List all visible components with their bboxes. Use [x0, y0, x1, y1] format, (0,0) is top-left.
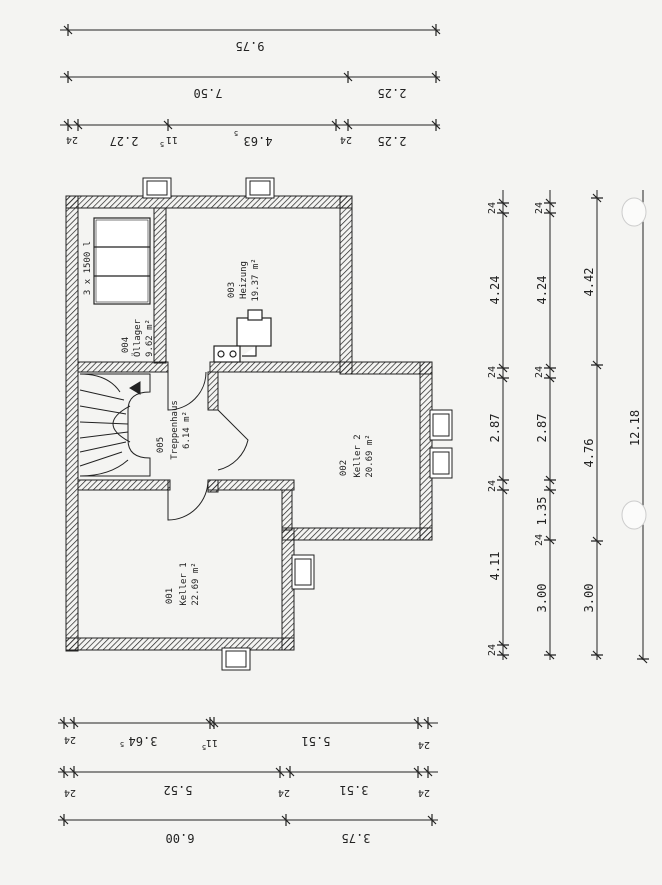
dim-r2-24c: 24: [534, 534, 545, 546]
dim-r3-300: 3.00: [582, 584, 596, 613]
dimension-chain-top: [60, 24, 441, 131]
dim-bot-24d: 24: [278, 787, 290, 798]
walls: [65, 195, 433, 652]
dim-r2-287: 2.87: [535, 414, 549, 443]
dim-bot-551: 5.51: [302, 734, 331, 748]
windows: [142, 177, 453, 671]
dim-bot-11: 11: [206, 737, 218, 748]
dim-r1-24b: 24: [487, 366, 498, 378]
dim-r2-24a: 24: [534, 202, 545, 214]
room-004-number: 004: [121, 337, 131, 353]
dim-bot-24b: 24: [418, 739, 430, 750]
dim-r3-442: 4.42: [582, 268, 596, 297]
dim-r1-411: 4.11: [488, 552, 502, 581]
dim-r1-24a: 24: [487, 202, 498, 214]
dim-top-225b: 2.25: [378, 134, 407, 148]
dim-r1-24d: 24: [487, 644, 498, 656]
dim-r2-24b: 24: [534, 366, 545, 378]
room-001-number: 001: [165, 588, 175, 604]
dim-bot-552: 5.52: [164, 783, 193, 797]
dim-r1-24c: 24: [487, 480, 498, 492]
room-003-name: Heizung: [239, 261, 249, 299]
dim-r4-1218: 12.18: [628, 410, 642, 446]
dim-top-24a: 24: [66, 134, 78, 145]
room-003-number: 003: [227, 282, 237, 298]
dimension-chain-bottom: [58, 717, 438, 826]
room-005-area: 6.14 m²: [182, 411, 192, 449]
dim-top-24b: 24: [340, 134, 352, 145]
dim-r2-300: 3.00: [535, 584, 549, 613]
dim-top-750: 7.50: [194, 86, 223, 100]
doors: [167, 371, 249, 521]
room-004-area: 9.62 m²: [145, 319, 155, 357]
room-001-name: Keller 1: [179, 562, 189, 605]
dim-r3-476: 4.76: [582, 439, 596, 468]
dim-r1-424: 4.24: [488, 276, 502, 305]
dim-top-total: 9.75: [236, 39, 265, 53]
dim-top-463: 4.63: [244, 134, 273, 148]
dim-bot-24c: 24: [64, 787, 76, 798]
dim-top-sub5b: 5: [234, 129, 238, 137]
dim-bot-364: 3.64: [129, 734, 158, 748]
oil-tanks: [93, 217, 151, 305]
room-002-area: 20.69 m²: [365, 434, 375, 477]
room-005-name: Treppenhaus: [170, 400, 180, 460]
dim-top-227: 2.27: [110, 134, 139, 148]
dim-top-sub5a: 5: [160, 140, 164, 148]
dim-r1-287: 2.87: [488, 414, 502, 443]
room-005-number: 005: [156, 437, 166, 453]
room-002-number: 002: [339, 460, 349, 476]
dim-top-11: 11: [166, 134, 178, 145]
room-002-name: Keller 2: [353, 434, 363, 477]
tank-label: 3 x 1500 l: [83, 241, 93, 295]
dim-bot-600: 6.00: [166, 831, 195, 845]
room-001-area: 22.69 m²: [191, 562, 201, 605]
dim-bot-sub5a: 5: [120, 740, 124, 748]
dim-bot-24a: 24: [64, 734, 76, 745]
dimension-chain-right: [497, 190, 649, 664]
heating-unit: [213, 309, 272, 363]
dim-r2-424: 4.24: [535, 276, 549, 305]
dim-bot-sub5b: 5: [202, 743, 206, 751]
dim-bot-375: 3.75: [342, 831, 371, 845]
dim-bot-351: 3.51: [340, 783, 369, 797]
room-004-name: Öllager: [132, 318, 143, 357]
dim-r2-135: 1.35: [535, 497, 549, 526]
room-003-area: 19.37 m²: [251, 258, 261, 301]
binder-holes: [621, 197, 647, 530]
dim-bot-24e: 24: [418, 787, 430, 798]
dim-top-225a: 2.25: [378, 86, 407, 100]
staircase: [79, 373, 151, 477]
